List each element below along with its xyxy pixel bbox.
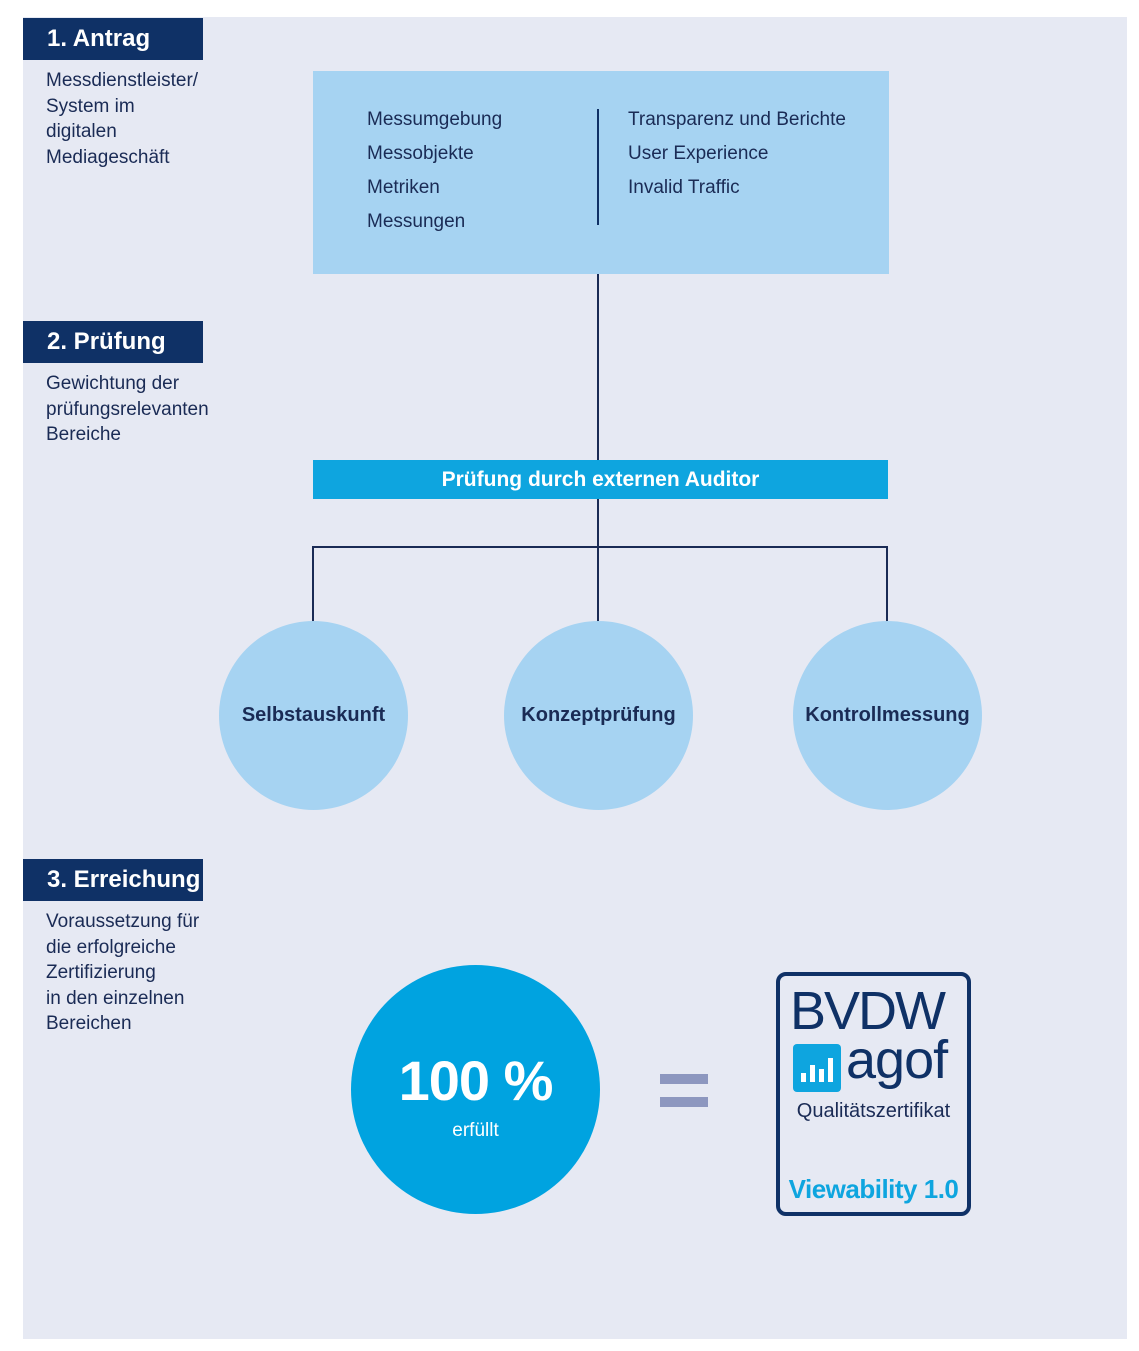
method-label: Konzeptprüfung (521, 704, 676, 726)
scope-item: User Experience (628, 143, 769, 164)
connector-branches (312, 546, 888, 622)
scope-item: Messungen (367, 211, 466, 232)
method-label: Selbstauskunft (241, 704, 386, 726)
step-3-title: 3. Erreichung (23, 859, 203, 901)
auditor-bar: Prüfung durch externen Auditor (313, 460, 888, 499)
result-value: 100 % (398, 1049, 554, 1112)
scope-item: Messumgebung (367, 109, 503, 130)
method-circle-kontrollmessung: Kontrollmessung (793, 621, 982, 810)
certificate-badge: BVDW agof Qualitätszertifikat Viewabilit… (776, 972, 971, 1216)
scope-left-list: Messumgebung Messobjekte Metriken Messun… (367, 103, 502, 239)
step-3-description: Voraussetzung für die erfolgreiche Zerti… (46, 911, 200, 1034)
certificate-partner-logo: agof (846, 1030, 948, 1090)
equals-bar-bottom (660, 1097, 708, 1107)
scope-right-list: Transparenz und Berichte User Experience… (628, 103, 846, 205)
result-label: erfüllt (452, 1120, 499, 1141)
step-2-title: 2. Prüfung (23, 321, 203, 363)
bar-chart-icon (793, 1044, 841, 1092)
certificate-subtitle: Qualitätszertifikat (796, 1100, 951, 1122)
scope-divider (597, 109, 599, 225)
step-2-description: Gewichtung der prüfungsrelevanten Bereic… (46, 373, 209, 445)
scope-item: Metriken (367, 177, 440, 198)
scope-item: Invalid Traffic (628, 177, 740, 198)
step-1-title: 1. Antrag (23, 18, 203, 60)
method-circle-konzeptpruefung: Konzeptprüfung (504, 621, 693, 810)
result-circle: 100 % erfüllt (351, 965, 600, 1214)
certificate-product: Viewability 1.0 (788, 1174, 959, 1204)
equals-bar-top (660, 1074, 708, 1084)
scope-item: Transparenz und Berichte (628, 109, 846, 130)
method-label: Kontrollmessung (805, 704, 970, 726)
scope-item: Messobjekte (367, 143, 474, 164)
certificate-brand-logo: BVDW (790, 981, 946, 1041)
step-1-description: Messdienstleister/ System im digitalen M… (46, 70, 199, 168)
method-circle-selbstauskunft: Selbstauskunft (219, 621, 408, 810)
audit-scope-box: Messumgebung Messobjekte Metriken Messun… (313, 71, 889, 274)
